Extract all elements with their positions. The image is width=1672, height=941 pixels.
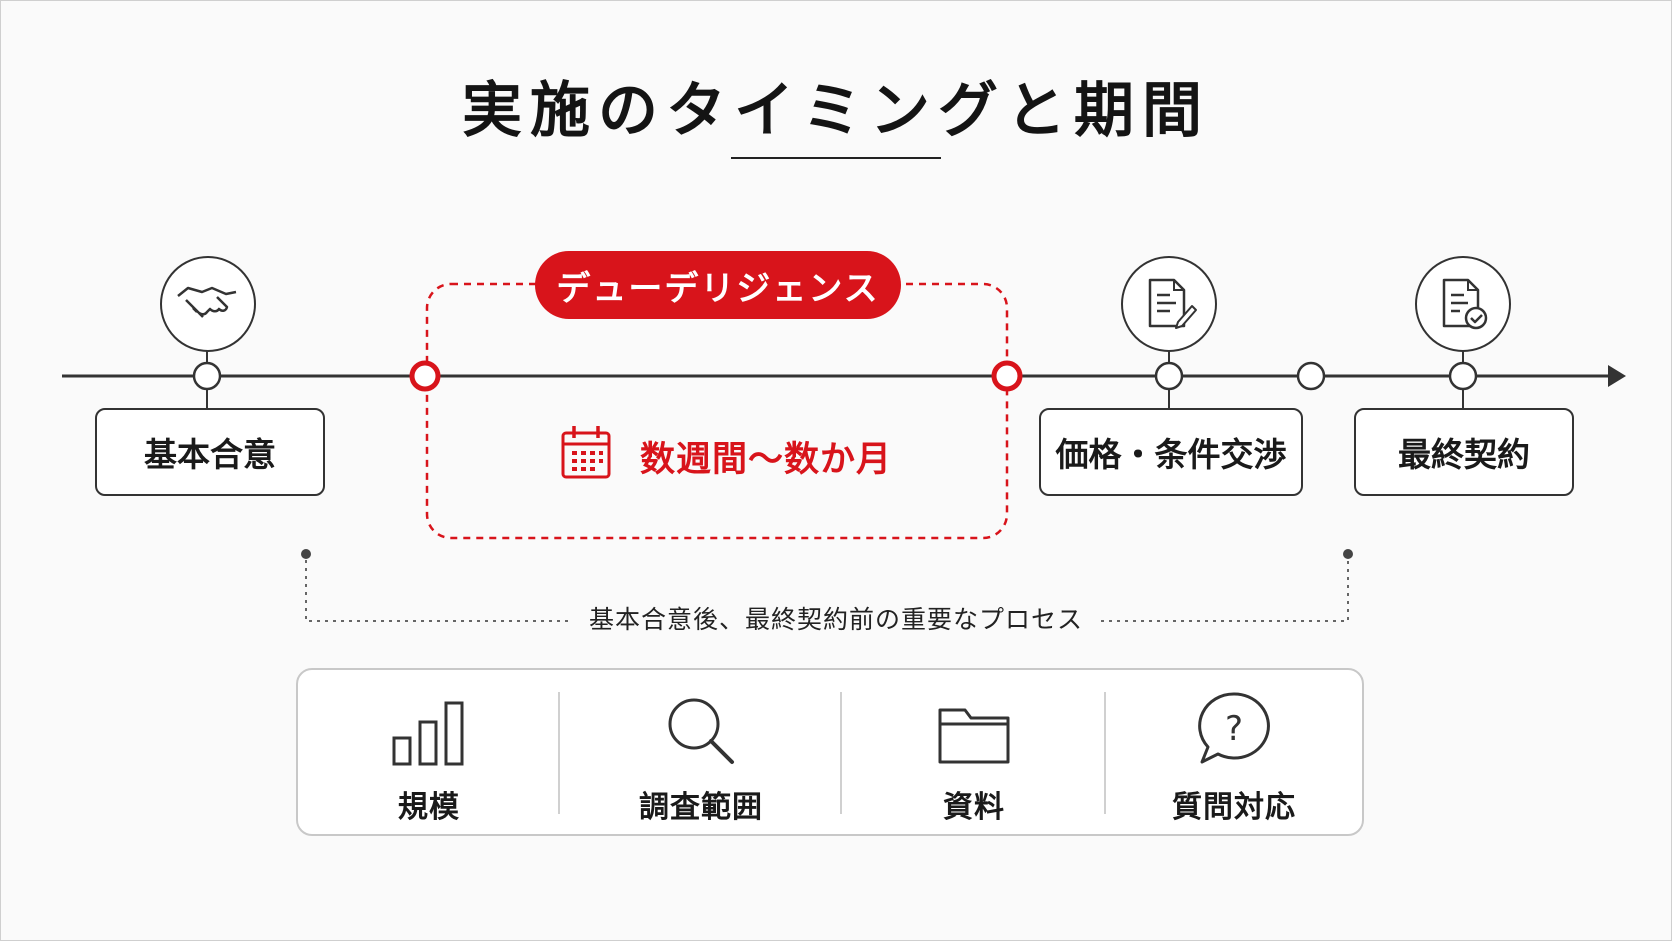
feature-divider (840, 692, 842, 814)
feature-scope: 調査範囲 (560, 670, 842, 834)
document-edit-icon (1121, 256, 1217, 352)
feature-label: 規模 (398, 790, 460, 825)
handshake-icon (160, 256, 256, 352)
bar-chart-icon (391, 690, 467, 766)
folder-icon (937, 690, 1011, 766)
stage-final-contract: 最終契約 (1354, 408, 1574, 496)
feature-scale: 規模 (298, 670, 560, 834)
page-title: 実施のタイミングと期間 (462, 76, 1210, 146)
bracket-dot-right (1343, 549, 1353, 559)
timeline-node (192, 361, 222, 391)
feature-label: 資料 (943, 790, 1005, 825)
dd-end-node (991, 360, 1023, 392)
question-bubble-icon: ? (1196, 690, 1272, 766)
feature-label: 調査範囲 (639, 790, 763, 825)
feature-documents: 資料 (842, 670, 1106, 834)
search-icon (666, 690, 736, 766)
process-note-text: 基本合意後、最終契約前の重要なプロセス (570, 605, 1101, 634)
title-underline (731, 157, 941, 159)
calendar-icon (560, 423, 612, 490)
timeline-node (1296, 361, 1326, 391)
process-note: 基本合意後、最終契約前の重要なプロセス (0, 600, 1672, 636)
feature-divider (1104, 692, 1106, 814)
svg-text:?: ? (1225, 709, 1243, 749)
timeline-arrowhead (1608, 365, 1626, 387)
timeline-node (1448, 361, 1478, 391)
feature-qa: ? 質問対応 (1106, 670, 1362, 834)
stage-basic-agreement: 基本合意 (95, 408, 325, 496)
document-check-icon (1415, 256, 1511, 352)
duration-label: 数週間〜数か月 (560, 424, 892, 488)
feature-divider (558, 692, 560, 814)
feature-label: 質問対応 (1172, 790, 1296, 825)
dd-period-frame (425, 282, 1009, 540)
dd-start-node (409, 360, 441, 392)
dd-features-panel: 規模 調査範囲 資料 ? 質問対応 (296, 668, 1364, 836)
due-diligence-badge: デューデリジェンス (535, 251, 901, 319)
timeline-node (1154, 361, 1184, 391)
bracket-dot-left (301, 549, 311, 559)
stage-price-negotiation: 価格・条件交渉 (1039, 408, 1303, 496)
duration-text: 数週間〜数か月 (640, 439, 893, 480)
